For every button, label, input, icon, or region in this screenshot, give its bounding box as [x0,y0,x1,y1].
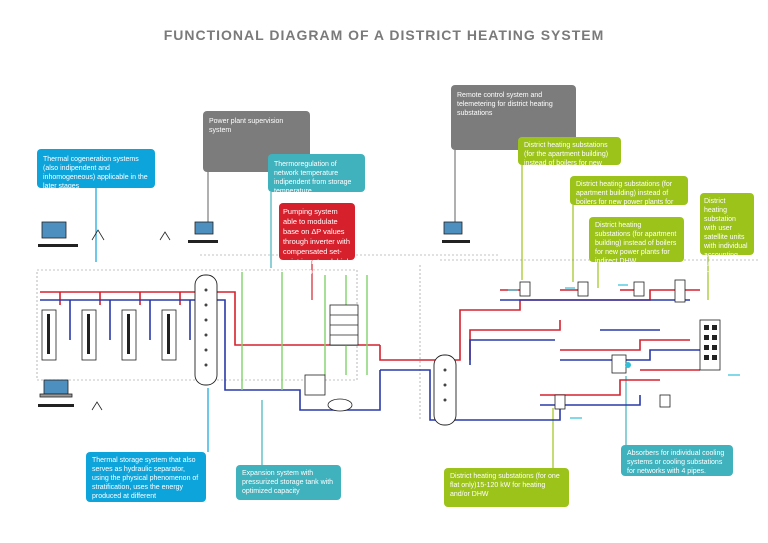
callout-sub-new-plants: District heating substations (for the ap… [518,137,621,176]
callout-pointers [95,150,709,468]
dhw-lines [508,284,740,419]
callout-expansion: Expansion system with pressurized storag… [236,465,341,500]
supply-pipes [40,289,700,396]
monitor-icon [41,221,463,239]
page-title: FUNCTIONAL DIAGRAM OF A DISTRICT HEATING… [163,27,605,43]
callout-storage: Thermal storage system that also serves … [86,452,206,509]
callout-pumping: Pumping system able to modulate base on … [279,203,355,276]
callout-absorbers: Absorbers for individual cooling systems… [621,445,733,476]
control-network [36,254,760,420]
storage-tank-icon [194,274,457,426]
laptop-icon [39,379,73,398]
pump-icon [304,304,359,412]
return-pipes [40,299,700,421]
callout-thermoregulation: Thermoregulation of network temperature … [268,154,365,195]
callout-sub-one-flat: District heating substations (for one fl… [444,468,569,507]
label-strips [38,240,470,407]
tank-nozzles [204,288,447,402]
callout-satellite: District heating substation with user sa… [700,193,757,277]
valve-markers [625,362,631,368]
callout-sub-indirect-dhw: District heating substations (for apartm… [589,217,684,265]
callout-sub-direct-dhw: District heating substations (for apartm… [570,176,688,215]
cogeneration-units [41,309,177,361]
callout-cogeneration: Thermal cogeneration systems (also indip… [37,149,155,190]
satellite-units [704,325,717,360]
generator-labels [47,314,170,354]
antenna-icon [91,229,171,411]
secondary-lines [241,272,368,390]
